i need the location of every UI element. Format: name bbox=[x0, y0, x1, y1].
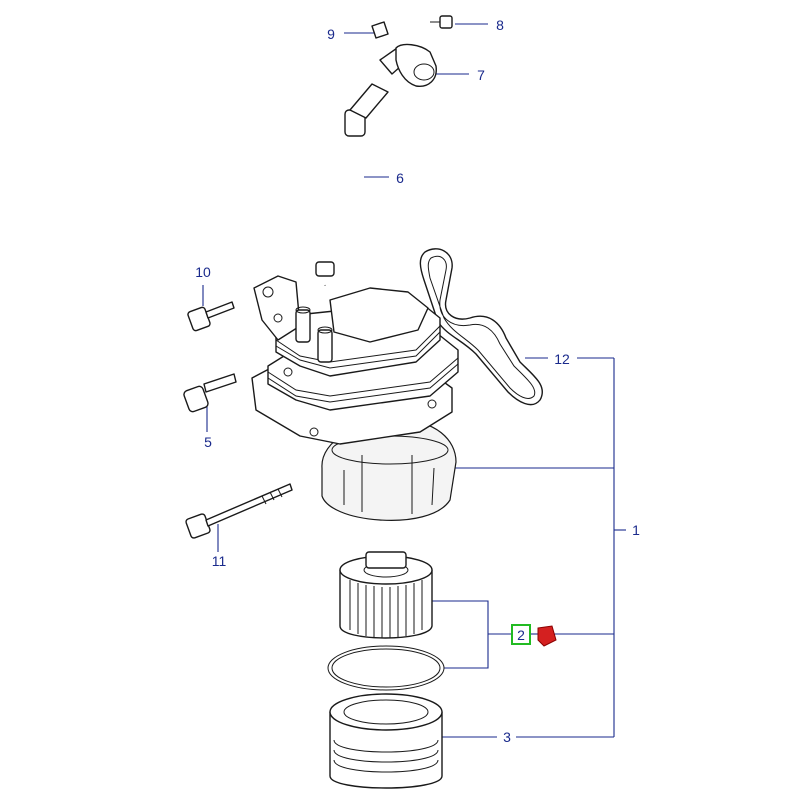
callout-3[interactable]: 3 bbox=[503, 729, 511, 745]
stud-bolt bbox=[183, 373, 237, 413]
callout-7[interactable]: 7 bbox=[477, 67, 485, 83]
callout-12[interactable]: 12 bbox=[554, 351, 570, 367]
oil-filter-element bbox=[339, 551, 433, 639]
screw bbox=[430, 15, 453, 29]
callout-10[interactable]: 10 bbox=[195, 264, 211, 280]
flange-bolt bbox=[187, 301, 235, 332]
clip bbox=[371, 21, 389, 39]
breather-hose bbox=[315, 45, 411, 286]
callout-8[interactable]: 8 bbox=[496, 17, 504, 33]
hose-connector bbox=[395, 43, 437, 87]
callout-5[interactable]: 5 bbox=[204, 434, 212, 450]
long-bolt bbox=[185, 483, 293, 539]
callout-labels: 1 2 3 5 6 7 8 9 10 11 12 bbox=[195, 17, 640, 745]
callout-6[interactable]: 6 bbox=[396, 170, 404, 186]
o-ring bbox=[327, 645, 445, 691]
oil-filter-cap bbox=[329, 693, 443, 789]
callout-2[interactable]: 2 bbox=[517, 627, 525, 643]
highlight-box bbox=[511, 624, 531, 645]
callout-9[interactable]: 9 bbox=[327, 26, 335, 42]
callout-1[interactable]: 1 bbox=[632, 522, 640, 538]
highlighted-part-icon bbox=[537, 625, 557, 647]
oil-cooler-housing bbox=[251, 275, 459, 521]
callout-11[interactable]: 11 bbox=[212, 553, 227, 569]
